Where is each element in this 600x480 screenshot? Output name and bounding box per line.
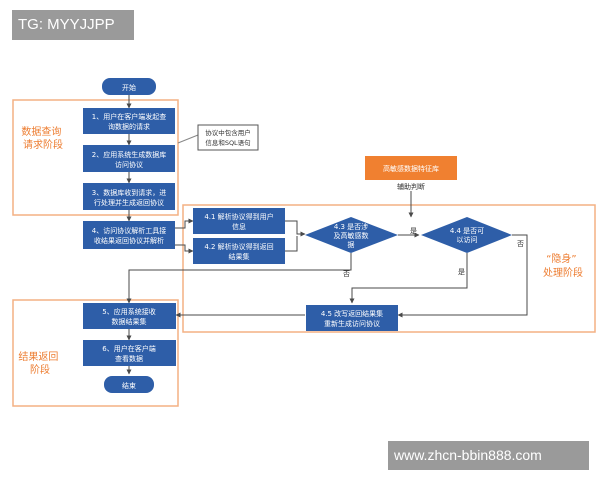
step45-box: [306, 305, 398, 331]
phase-label-result: 结果返回 阶段: [18, 350, 61, 376]
step3-box: [83, 183, 175, 210]
decision-step43: [305, 217, 398, 253]
phase-frame-query: [12, 99, 179, 216]
edge-step43-no: [126, 253, 352, 304]
phase-frame-result: [12, 299, 179, 407]
step44-label: 4.4 是否可以访问: [450, 227, 484, 244]
edge-step41-step43: [285, 220, 306, 237]
start-node: [102, 78, 156, 95]
note-connector: [177, 134, 199, 144]
step41-box: [193, 208, 285, 234]
step2-label: 2、应用系统生成数据库访问协议: [92, 150, 166, 169]
step1-label: 1、用户在客户端发起查询数据的请求: [92, 112, 166, 131]
end-node: [104, 376, 154, 393]
phase-label-query: 数据查询 请求阶段: [21, 125, 64, 151]
step45-label: 4.5 改写返回结果集重新生成访问协议: [321, 309, 383, 328]
step6-label: 6、用户在客户端查看数据: [102, 344, 155, 363]
step43-label: 4.3 是否涉及高敏感数据: [334, 222, 369, 249]
aux-label: 辅助判断: [397, 182, 425, 191]
step6-box: [83, 340, 176, 366]
edge-step44-no: [397, 234, 528, 318]
step2-box: [83, 145, 175, 172]
edge-label-yes-2: 是: [458, 268, 465, 276]
note-box: [197, 124, 259, 151]
step1-box: [83, 108, 175, 134]
edge-step4-step41: [175, 218, 194, 229]
watermark-bottom: www.zhcn-bbin888.com: [388, 441, 589, 470]
step4-label: 4、访问协议解析工具接收结果返回协议并解析: [92, 226, 166, 245]
start-label: 开始: [122, 83, 136, 92]
phase-label-hidden: “隐身” 处理阶段: [543, 252, 583, 279]
step3-label: 3、数据库收到请求，进行处理并生成返回协议: [92, 188, 166, 207]
edge-step4-step42: [175, 244, 194, 254]
step5-label: 5、应用系统接收数据结果集: [102, 307, 155, 326]
sensitive-db-label: 高敏感数据特征库: [383, 164, 439, 173]
decision-step44: [421, 217, 512, 253]
step4-box: [83, 221, 175, 249]
end-label: 结束: [122, 381, 136, 390]
phase-frame-hidden: [182, 204, 596, 333]
edge-label-yes-1: 是: [410, 227, 417, 235]
step42-box: [193, 238, 285, 264]
edge-label-no-1: 否: [343, 270, 350, 278]
step5-box: [83, 303, 176, 329]
edge-step42-step43: [285, 236, 298, 252]
sensitive-db-box: [365, 156, 457, 180]
note-label: 协议中包含用户信息和SQL语句: [205, 128, 251, 147]
step42-label: 4.2 解析协议得到返回结果集: [204, 242, 273, 261]
edge-step44-yes: [349, 253, 468, 304]
edge-label-no-2: 否: [517, 240, 524, 248]
step41-label: 4.1 解析协议得到用户信息: [204, 212, 273, 231]
watermark-top: TG: MYYJJPP: [12, 10, 134, 40]
